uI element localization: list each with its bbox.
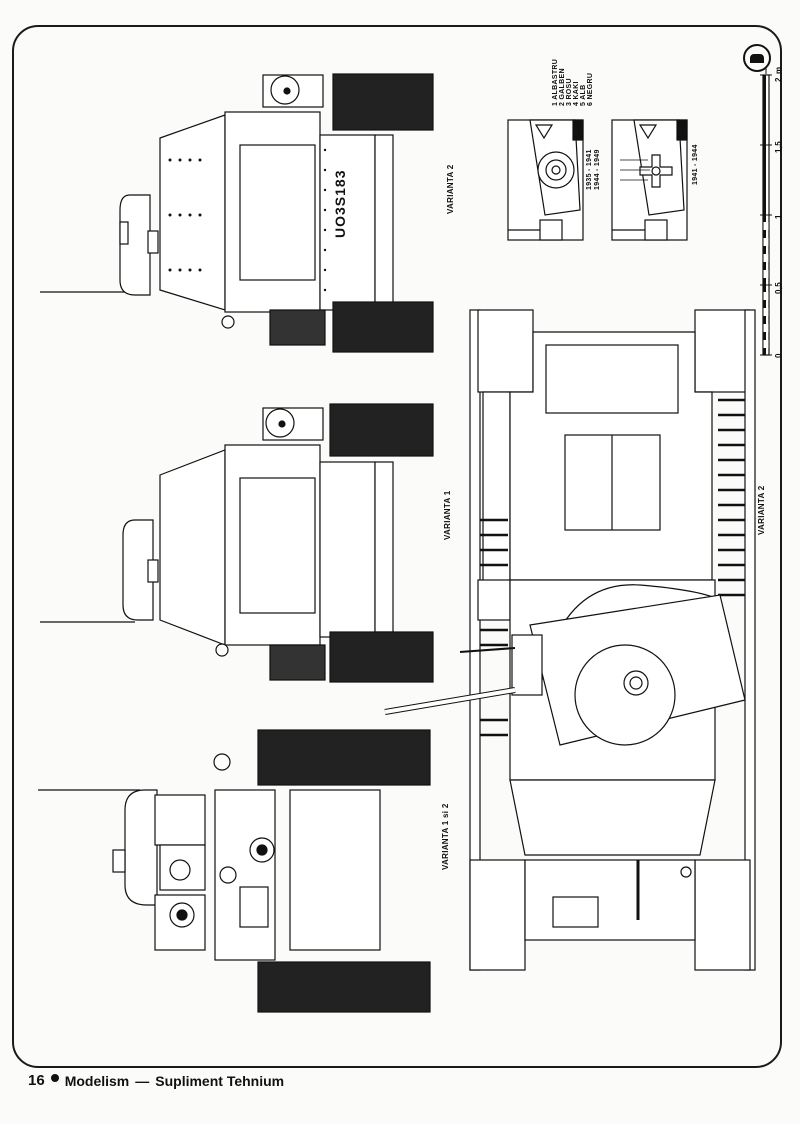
side-view-varianta-1 bbox=[40, 403, 434, 683]
view-label-varianta-1-si-2: VARIANTA 1 si 2 bbox=[441, 803, 450, 870]
view-label-varianta-2-top: VARIANTA 2 bbox=[446, 164, 455, 214]
bullet-icon bbox=[50, 1073, 59, 1082]
supplement-name: Supliment Tehnium bbox=[155, 1072, 285, 1089]
scale-tick-0: 0 bbox=[774, 353, 783, 358]
insignia-detail-2 bbox=[611, 119, 688, 241]
side-view-varianta-1-si-2 bbox=[38, 729, 431, 1013]
footer-separator: — bbox=[135, 1072, 150, 1089]
legend-item-6: 6 NEGRU bbox=[587, 72, 594, 106]
legend-item-1: 1 ALBASTRU bbox=[552, 58, 559, 106]
insignia-period-1a: 1935 - 1941 bbox=[586, 149, 593, 190]
insignia-period-1b: 1944 - 1949 bbox=[594, 149, 601, 190]
license-plate: UO3S183 bbox=[332, 169, 348, 238]
magazine-emblem-icon bbox=[743, 44, 771, 72]
insignia-period-2: 1941 - 1944 bbox=[692, 144, 699, 185]
scale-bar bbox=[760, 68, 772, 356]
page-frame bbox=[12, 25, 782, 1068]
scale-tick-2: 2 bbox=[774, 77, 783, 82]
legend-item-5: 5 ALB bbox=[580, 84, 587, 107]
legend-item-3: 3 ROSU bbox=[566, 78, 573, 106]
insignia-detail-1 bbox=[507, 119, 584, 241]
scale-tick-1: 1 bbox=[774, 214, 783, 219]
view-label-varianta-1: VARIANTA 1 bbox=[443, 490, 452, 540]
view-label-varianta-2-plan: VARIANTA 2 bbox=[757, 485, 766, 535]
legend-item-2: 2 GALBEN bbox=[559, 68, 566, 106]
publication-name: Modelism bbox=[64, 1072, 130, 1089]
scale-tick-0-5: 0,5 bbox=[774, 281, 783, 294]
legend-item-4: 4 KAKI bbox=[573, 81, 580, 106]
scale-tick-1-5: 1,5 bbox=[774, 140, 783, 153]
page-number: 16 bbox=[28, 1072, 45, 1089]
scale-unit: m bbox=[774, 66, 783, 74]
page-footer: 16 Modelism — Supliment Tehnium bbox=[28, 1072, 284, 1089]
plan-view-varianta-2 bbox=[384, 309, 756, 971]
side-view-varianta-2 bbox=[40, 73, 434, 353]
